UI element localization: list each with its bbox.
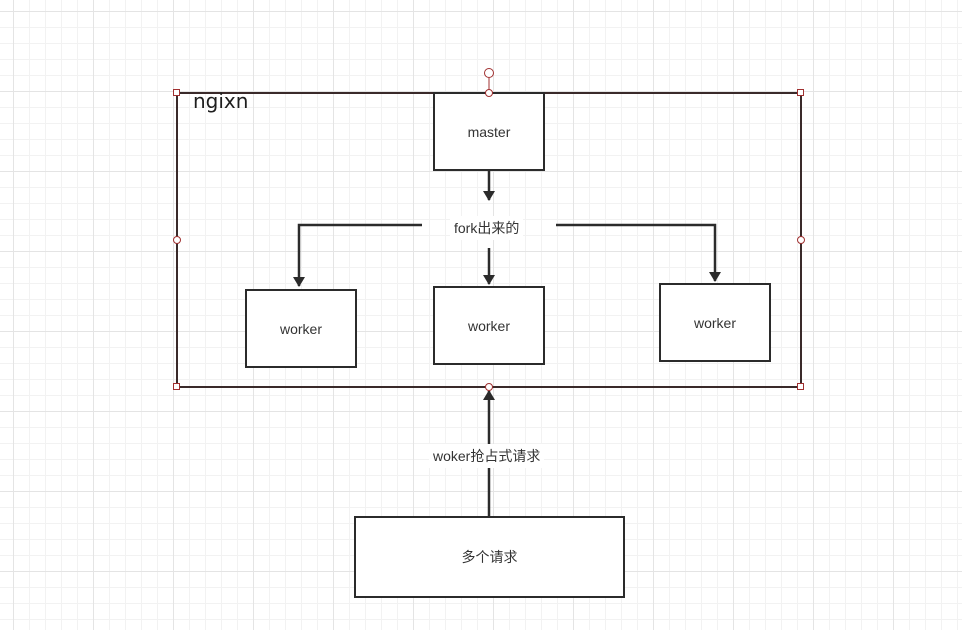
resize-handle-top[interactable] — [485, 89, 493, 97]
master-node[interactable]: master — [433, 92, 545, 171]
resize-handle-right[interactable] — [797, 236, 805, 244]
requests-node[interactable]: 多个请求 — [354, 516, 625, 598]
worker-node-middle[interactable]: worker — [433, 286, 545, 365]
arrow-fork-to-worker-right — [556, 223, 721, 282]
rotate-handle[interactable] — [484, 68, 494, 78]
worker-node-left[interactable]: worker — [245, 289, 357, 368]
container-title: ngixn — [193, 89, 249, 113]
resize-handle-bottom[interactable] — [485, 383, 493, 391]
resize-handle-bottom-left[interactable] — [173, 383, 180, 390]
compete-edge-label: woker抢占式请求 — [429, 444, 545, 468]
resize-handle-bottom-right[interactable] — [797, 383, 804, 390]
fork-edge-label: fork出来的 — [450, 216, 524, 240]
resize-handle-top-right[interactable] — [797, 89, 804, 96]
worker-node-right[interactable]: worker — [659, 283, 771, 362]
arrow-fork-to-worker-left — [293, 223, 422, 287]
resize-handle-top-left[interactable] — [173, 89, 180, 96]
resize-handle-left[interactable] — [173, 236, 181, 244]
